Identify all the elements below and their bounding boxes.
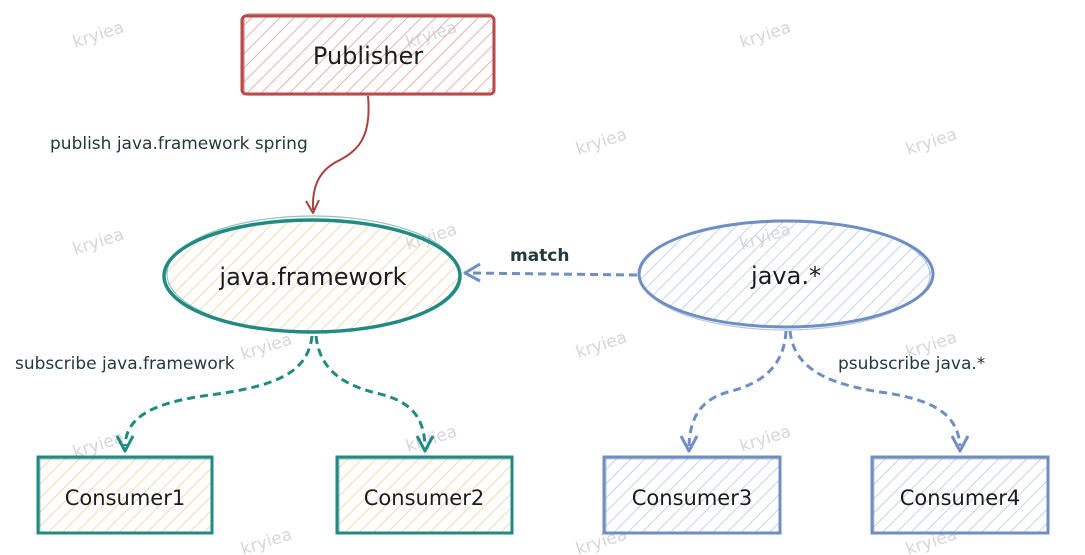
watermark: kryiea — [573, 125, 629, 160]
consumer4-node: Consumer4 — [870, 455, 1050, 535]
consumer2-label: Consumer2 — [364, 486, 484, 510]
subscribe-arrows — [115, 335, 435, 453]
subscribe-edge-label: subscribe java.framework — [15, 354, 235, 374]
publisher-node: Publisher — [240, 13, 496, 96]
pattern-label: java.* — [750, 262, 821, 290]
channel-label: java.framework — [218, 263, 406, 291]
publisher-label: Publisher — [313, 42, 423, 70]
consumer3-label: Consumer3 — [632, 486, 752, 510]
watermark: kryiea — [70, 18, 126, 53]
consumer1-label: Consumer1 — [65, 486, 185, 510]
channel-node: java.framework — [162, 215, 462, 334]
psubscribe-edge-label: psubscribe java.* — [838, 354, 985, 374]
watermark: kryiea — [737, 18, 793, 53]
match-edge-label: match — [510, 246, 570, 266]
consumer2-node: Consumer2 — [335, 455, 514, 535]
pattern-node: java.* — [637, 219, 935, 331]
publish-arrow — [305, 95, 370, 214]
consumer1-node: Consumer1 — [36, 455, 214, 535]
watermark: kryiea — [238, 525, 294, 555]
consumer3-node: Consumer3 — [602, 455, 782, 535]
watermark: kryiea — [573, 328, 629, 363]
watermark: kryiea — [70, 225, 126, 260]
watermark: kryiea — [737, 422, 793, 457]
watermark: kryiea — [903, 125, 959, 160]
consumer4-label: Consumer4 — [900, 486, 1020, 510]
watermark: kryiea — [238, 330, 294, 365]
publish-edge-label: publish java.framework spring — [50, 134, 308, 154]
psubscribe-arrows — [679, 330, 970, 453]
match-arrow — [463, 262, 638, 283]
